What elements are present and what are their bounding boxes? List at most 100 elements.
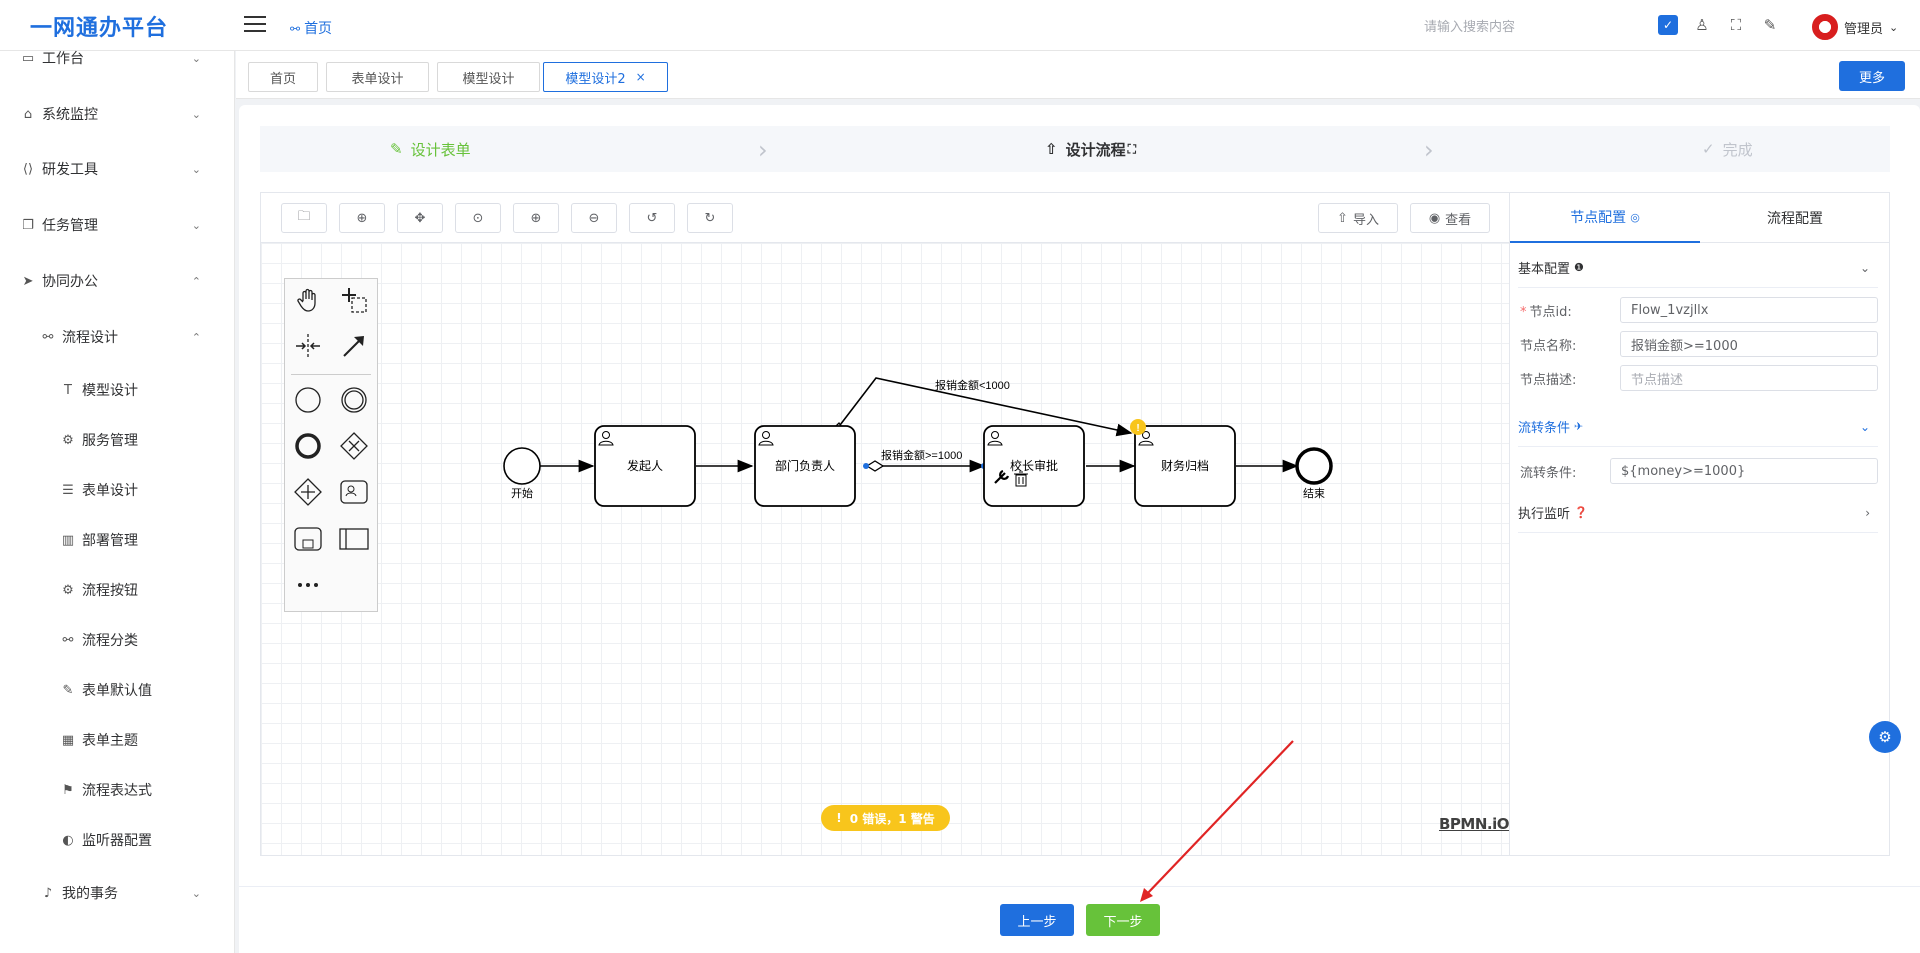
user-task-icon[interactable] — [337, 475, 371, 509]
sidebar-item-label: 协同办公 — [42, 274, 98, 290]
zoom-out-button[interactable]: ⊖ — [571, 203, 617, 233]
task-initiator[interactable]: 发起人 — [594, 425, 696, 507]
tag-label: 模型设计 — [462, 71, 515, 87]
task-principal-approval[interactable]: 校长审批 — [983, 425, 1085, 507]
settings-gear-button[interactable]: ⚙ — [1869, 721, 1901, 753]
sidebar-item[interactable]: ⟨⟩研发工具⌄ — [0, 149, 235, 189]
step-finish[interactable]: ✓完成 — [1702, 126, 1753, 172]
node-name-label: 节点名称: — [1520, 339, 1577, 354]
fullscreen-icon[interactable]: ⛶ — [1730, 16, 1742, 34]
end-event[interactable] — [1295, 447, 1333, 485]
app-logo[interactable]: 一网通办平台 — [30, 16, 169, 41]
tag-form-design[interactable]: 表单设计 — [326, 62, 429, 92]
flow-label-top[interactable]: 报销金额<1000 — [935, 378, 1010, 392]
sidebar-item[interactable]: ⚙流程按钮 — [0, 570, 235, 610]
sidebar-item[interactable]: ◐监听器配置 — [0, 820, 235, 860]
node-desc-field[interactable]: 节点描述 — [1620, 365, 1878, 391]
create-button[interactable]: ⊕ — [339, 203, 385, 233]
lasso-tool-icon[interactable] — [337, 283, 371, 317]
next-step-button[interactable]: 下一步 — [1086, 904, 1160, 936]
step-label: 完成 — [1722, 140, 1753, 159]
target-icon: ⊙ — [472, 210, 484, 226]
condition-label: 流转条件: — [1520, 466, 1577, 481]
more-tools-icon[interactable] — [291, 568, 325, 602]
move-icon: ✥ — [414, 210, 426, 226]
condition-field[interactable]: ${money>=1000} — [1610, 458, 1878, 484]
sidebar-item[interactable]: ⚯流程设计⌃ — [0, 317, 235, 357]
undo-button[interactable]: ↺ — [629, 203, 675, 233]
subprocess-icon[interactable] — [291, 522, 325, 556]
tag-home[interactable]: 首页 — [248, 62, 318, 92]
plus-circle-icon: ⊕ — [356, 210, 368, 226]
sidebar-item[interactable]: ⚯流程分类 — [0, 620, 235, 660]
node-name-field[interactable]: 报销金额>=1000 — [1620, 331, 1878, 357]
start-event[interactable] — [503, 447, 541, 485]
view-button[interactable]: ◉查看 — [1410, 203, 1490, 233]
chevron-up-icon: ⌃ — [191, 274, 201, 288]
parallel-gateway-icon[interactable] — [291, 475, 325, 509]
move-button[interactable]: ✥ — [397, 203, 443, 233]
header-search-input[interactable]: 请输入搜索内容 — [1424, 20, 1516, 35]
close-icon[interactable]: × — [635, 70, 646, 84]
checkbox-icon[interactable]: ✓ — [1658, 15, 1678, 35]
sidebar-item[interactable]: ▥部署管理 — [0, 520, 235, 560]
warning-icon: ! — [836, 811, 842, 825]
space-tool-icon[interactable] — [291, 329, 325, 363]
pool-icon[interactable] — [337, 522, 371, 556]
breadcrumb-home[interactable]: ⚯首页 — [290, 18, 332, 38]
flow-label-mid[interactable]: 报销金额>=1000 — [881, 448, 962, 462]
exclusive-gateway-icon[interactable] — [337, 429, 371, 463]
sidebar-item[interactable]: ♪我的事务⌄ — [0, 873, 235, 913]
sidebar-item[interactable]: ➤协同办公⌃ — [0, 261, 235, 301]
step-design-flow[interactable]: ⇧设计流程⛶ — [1045, 126, 1136, 172]
sidebar-item[interactable]: ❐任务管理⌄ — [0, 205, 235, 245]
section-title: 执行监听 — [1518, 507, 1571, 522]
tab-node-config[interactable]: 节点配置◎ — [1510, 193, 1700, 243]
bank-icon: ⌂ — [23, 106, 33, 122]
tag-model-design[interactable]: 模型设计 — [437, 62, 540, 92]
shirt-icon[interactable]: ♙ — [1695, 16, 1709, 34]
tool-palette — [284, 278, 378, 612]
connect-tool-icon[interactable] — [337, 329, 371, 363]
sidebar-item[interactable]: ☰表单设计 — [0, 470, 235, 510]
open-file-button[interactable]: 🗀 — [281, 203, 327, 233]
redo-button[interactable]: ↻ — [687, 203, 733, 233]
send-icon: ✈ — [1574, 420, 1584, 433]
zoom-in-button[interactable]: ⊕ — [513, 203, 559, 233]
fit-viewport-button[interactable]: ⊙ — [455, 203, 501, 233]
chevron-right-icon: › — [758, 136, 768, 164]
user-menu[interactable]: 管理员 ⌄ — [1812, 14, 1898, 40]
section-flow-condition[interactable]: 流转条件✈⌄ — [1518, 407, 1878, 447]
start-event-icon[interactable] — [291, 383, 325, 417]
sidebar-item[interactable]: ⚑流程表达式 — [0, 770, 235, 810]
end-event-label: 结束 — [1303, 487, 1325, 500]
task-dept-head[interactable]: 部门负责人 — [754, 425, 856, 507]
sidebar-item[interactable]: ⚙服务管理 — [0, 420, 235, 460]
sidebar-item[interactable]: ▭工作台⌄ — [0, 38, 235, 78]
hand-tool-icon[interactable] — [291, 283, 325, 317]
end-event-icon[interactable] — [291, 429, 325, 463]
prev-step-button[interactable]: 上一步 — [1000, 904, 1074, 936]
section-exec-listener[interactable]: 执行监听❓› — [1518, 493, 1878, 533]
wrench-icon[interactable]: ✎ — [1763, 16, 1777, 34]
sidebar-item[interactable]: ✎表单默认值 — [0, 670, 235, 710]
step-design-form[interactable]: ✎设计表单 — [390, 126, 471, 172]
task-finance-archive[interactable]: 财务归档 ! — [1130, 419, 1236, 507]
tag-model-design-2[interactable]: 模型设计2× — [543, 62, 668, 92]
sidebar-item[interactable]: ⌂系统监控⌄ — [0, 94, 235, 134]
import-button[interactable]: ⇧导入 — [1318, 203, 1398, 233]
flag-icon: ⚑ — [62, 782, 74, 798]
menu-toggle-icon[interactable] — [244, 16, 266, 34]
more-button[interactable]: 更多 — [1839, 61, 1905, 91]
diagram-canvas[interactable]: 报销金额<1000 报销金额>=1000 开始 发起人 部门负责人 校长审批 — [261, 243, 1509, 855]
lint-status-pill[interactable]: !0 错误，1 警告 — [821, 805, 950, 831]
intermediate-event-icon[interactable] — [337, 383, 371, 417]
sidebar-item[interactable]: ▦表单主题 — [0, 720, 235, 760]
sidebar-item-label: 表单默认值 — [82, 683, 152, 699]
sidebar-item-label: 我的事务 — [62, 886, 118, 902]
bpmn-io-logo[interactable]: BPMN.iO — [1439, 815, 1509, 833]
tab-flow-config[interactable]: 流程配置 — [1700, 193, 1890, 243]
node-id-field[interactable]: Flow_1vzjllx — [1620, 297, 1878, 323]
